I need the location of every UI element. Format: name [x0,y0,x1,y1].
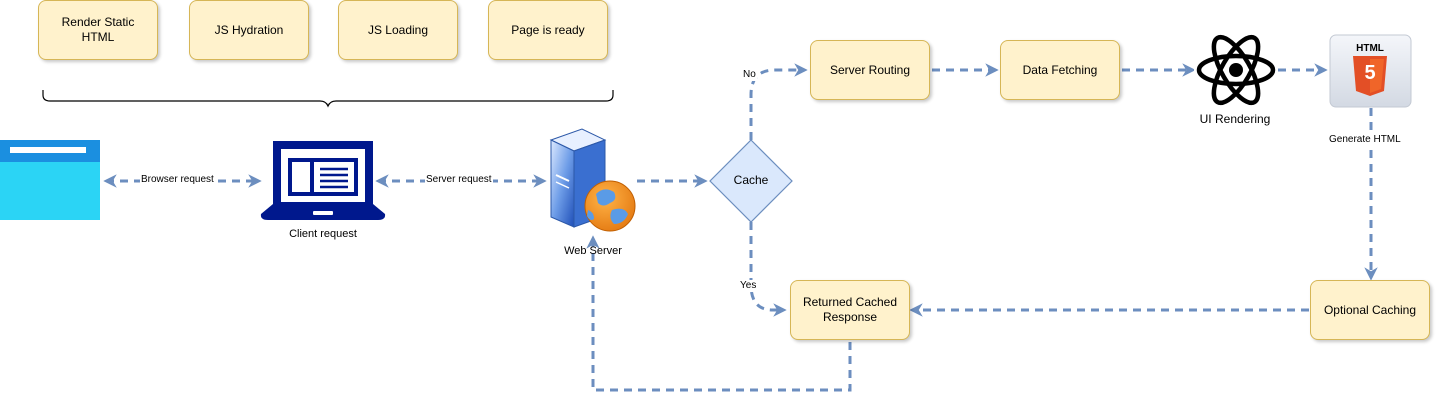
phase-page-ready: Page is ready [488,0,608,60]
generate-html-label: Generate HTML [1328,134,1402,146]
data-fetching-box: Data Fetching [1000,40,1120,100]
browser-request-label: Browser request [140,174,215,186]
edge-returned-server [586,235,852,392]
ui-rendering-label: UI Rendering [1199,112,1271,126]
react-atom-icon [1194,30,1278,108]
yes-label: Yes [739,280,758,292]
html5-icon [1329,34,1412,108]
optional-caching-box: Optional Caching [1310,280,1430,340]
cache-label: Cache [733,173,769,187]
browser-window-icon [0,140,100,220]
html5-badge-text: HTML [1356,43,1384,54]
returned-cached-response-box: Returned Cached Response [790,280,910,340]
server-routing-box: Server Routing [810,40,930,100]
cache-decision [709,139,793,223]
server-request-label: Server request [425,174,493,186]
web-server-label: Web Server [564,245,622,257]
phase-js-hydration: JS Hydration [189,0,309,60]
html5-number: 5 [1364,62,1376,84]
phase-render-static-html: Render Static HTML [38,0,158,60]
client-request-label: Client request [289,228,357,240]
edge-cache-returned [749,222,787,317]
edge-cache-routing [749,63,808,140]
web-server-icon [549,128,636,232]
phase-js-loading: JS Loading [338,0,458,60]
phases-brace [42,90,614,108]
no-label: No [742,69,757,81]
client-laptop-icon [260,141,386,220]
